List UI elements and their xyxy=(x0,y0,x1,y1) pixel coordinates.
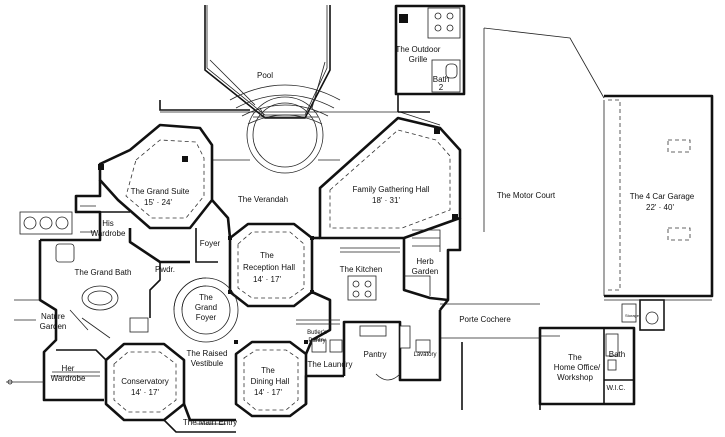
label-foyer: Foyer xyxy=(200,239,221,248)
outdoor-grille xyxy=(394,4,466,113)
label-grand-foyer-1: The xyxy=(199,293,213,302)
label-pool: Pool xyxy=(257,71,273,80)
label-office-bath: Bath xyxy=(609,350,625,359)
label-grand-foyer-2: Grand xyxy=(195,303,217,312)
label-her-wardrobe-2: Wardrobe xyxy=(51,374,86,383)
label-wic: W.I.C. xyxy=(606,385,625,392)
label-outdoor-grille-1: The Outdoor xyxy=(396,45,441,54)
label-nature-garden-2: Garden xyxy=(40,322,67,331)
label-laundry: The Laundry xyxy=(308,360,353,369)
label-herb-garden-1: Herb xyxy=(416,257,434,266)
label-family-hall: Family Gathering Hall xyxy=(353,185,430,194)
label-reception-2: Reception Hall xyxy=(243,263,295,272)
label-motor-court: The Motor Court xyxy=(497,191,556,200)
garage xyxy=(603,94,714,331)
main-house-walls xyxy=(6,116,462,433)
label-butlers-pantry-2: Pantry xyxy=(308,338,325,344)
label-dining-1: The xyxy=(261,366,275,375)
dim-conservatory: 14' · 17' xyxy=(131,388,159,397)
label-pantry: Pantry xyxy=(363,350,386,359)
porte-cochere xyxy=(440,303,541,410)
label-kitchen: The Kitchen xyxy=(340,265,383,274)
dim-family-hall: 18' · 31' xyxy=(372,196,400,205)
label-outdoor-grille-2: Grille xyxy=(409,55,428,64)
label-his-wardrobe-2: Wardrobe xyxy=(91,229,126,238)
label-her-wardrobe-1: Her xyxy=(62,364,75,373)
label-main-entry: The Main Entry xyxy=(183,418,237,427)
room-labels: Pool The Outdoor Grille Bath 2 The Grand… xyxy=(40,45,695,427)
label-lavatory: Lavatory xyxy=(413,352,436,358)
label-butlers-pantry-1: Butler's xyxy=(307,330,327,336)
label-dining-2: Dining Hall xyxy=(251,377,290,386)
pool xyxy=(204,5,341,174)
dim-grand-suite: 15' · 24' xyxy=(144,198,172,207)
label-garage: The 4 Car Garage xyxy=(630,192,695,201)
label-grand-foyer-3: Foyer xyxy=(196,313,217,322)
label-grand-bath: The Grand Bath xyxy=(75,268,132,277)
label-herb-garden-2: Garden xyxy=(412,267,439,276)
label-office-3: Workshop xyxy=(557,373,593,382)
label-nature-garden-1: Nature xyxy=(41,312,66,321)
label-storage: Storage xyxy=(625,313,640,318)
label-verandah: The Verandah xyxy=(238,195,288,204)
label-office-1: The xyxy=(568,353,582,362)
label-raised-vestibule-2: Vestibule xyxy=(191,359,224,368)
label-grand-suite: The Grand Suite xyxy=(131,187,190,196)
motor-court xyxy=(483,27,605,232)
dim-reception: 14' · 17' xyxy=(253,275,281,284)
dim-dining: 14' · 17' xyxy=(254,388,282,397)
dim-garage: 22' · 40' xyxy=(646,203,674,212)
label-his-wardrobe-1: His xyxy=(102,219,114,228)
label-bath2-1: Bath xyxy=(433,75,449,84)
label-conservatory: Conservatory xyxy=(121,377,169,386)
label-bath2-2: 2 xyxy=(439,83,444,92)
label-reception-1: The xyxy=(260,251,274,260)
label-office-2: Home Office/ xyxy=(554,363,601,372)
label-porte-cochere: Porte Cochere xyxy=(459,315,511,324)
label-raised-vestibule-1: The Raised xyxy=(187,349,228,358)
label-pwdr: Pwdr. xyxy=(155,265,175,274)
